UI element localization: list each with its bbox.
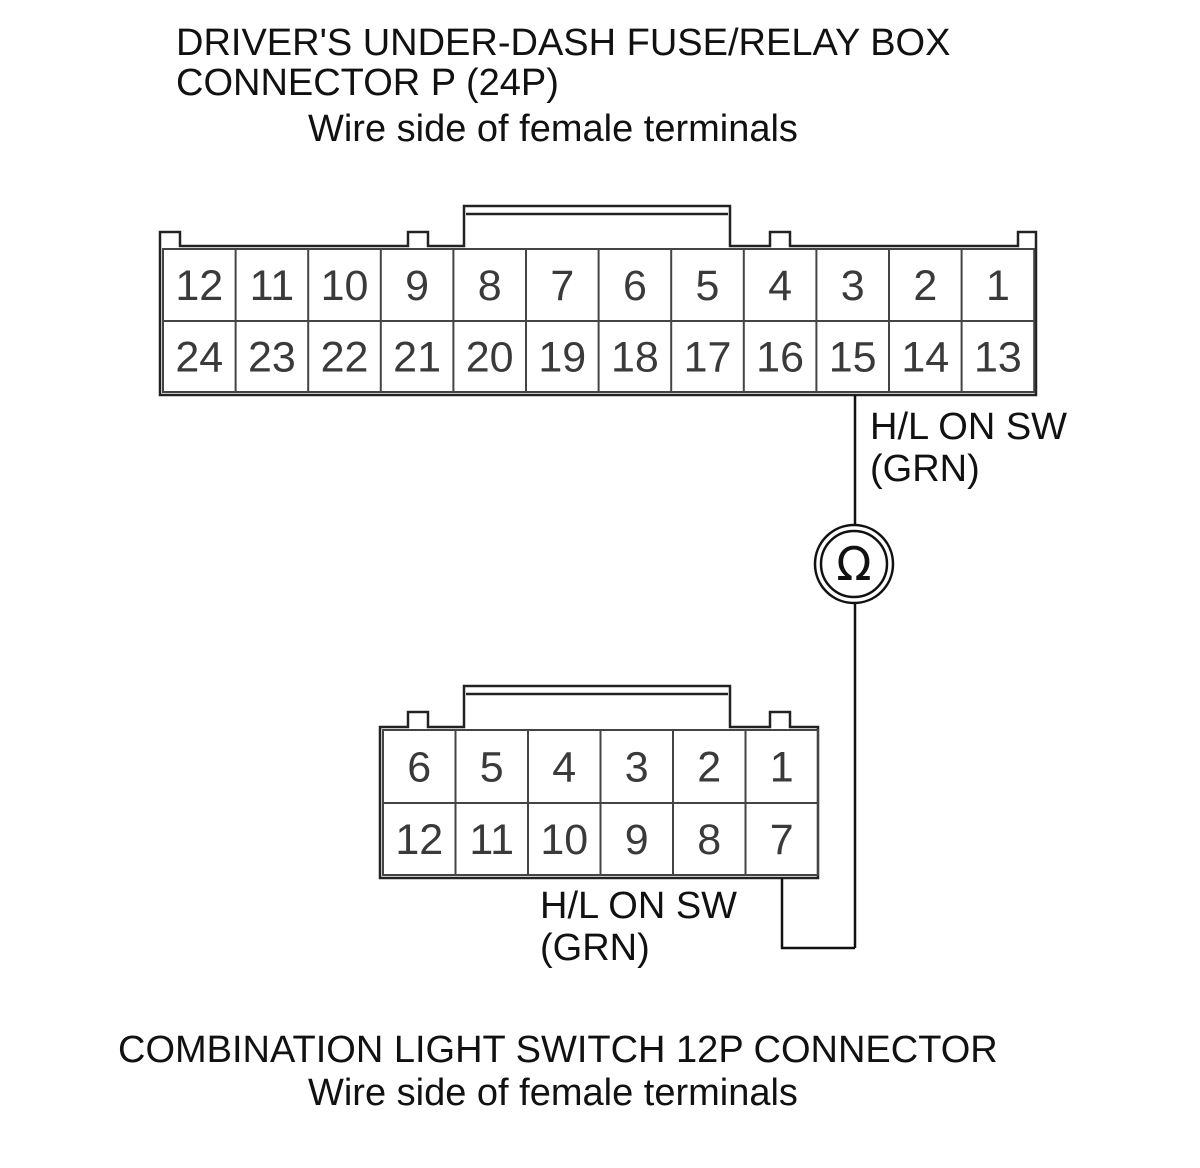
top-connector-terminal-15: 15 [829, 334, 877, 382]
top-connector-terminal-3: 3 [841, 262, 865, 310]
ohm-symbol: Ω [836, 537, 871, 591]
top-connector-terminal-10: 10 [321, 262, 369, 310]
top-wire-label-line2: (GRN) [870, 448, 980, 490]
bottom-connector-housing [378, 684, 820, 880]
top-connector-terminal-18: 18 [611, 334, 659, 382]
top-connector-terminal-21: 21 [393, 334, 441, 382]
bottom-connector-terminal-2: 2 [697, 744, 721, 792]
top-wire-label-line1: H/L ON SW [870, 406, 1068, 448]
top-connector-terminal-17: 17 [684, 334, 732, 382]
bottom-connector-terminal-8: 8 [697, 816, 721, 864]
bottom-connector-terminal-3: 3 [625, 744, 649, 792]
top-connector-terminal-8: 8 [478, 262, 502, 310]
top-connector-title-line2: CONNECTOR P (24P) [176, 62, 559, 104]
top-connector-terminal-19: 19 [538, 334, 586, 382]
top-connector-terminal-14: 14 [901, 334, 949, 382]
top-connector-terminal-9: 9 [405, 262, 429, 310]
top-connector-terminal-22: 22 [321, 334, 369, 382]
top-connector-terminal-7: 7 [550, 262, 574, 310]
top-connector-terminal-4: 4 [768, 262, 792, 310]
bottom-connector-terminal-5: 5 [480, 744, 504, 792]
top-connector-terminal-23: 23 [248, 334, 296, 382]
ohmmeter-icon: Ω [813, 523, 895, 605]
bottom-connector-terminal-6: 6 [407, 744, 431, 792]
top-connector-terminal-16: 16 [756, 334, 804, 382]
top-connector-terminal-1: 1 [986, 262, 1010, 310]
bottom-wire-label-line1: H/L ON SW [540, 885, 738, 927]
top-connector-terminal-12: 12 [175, 262, 223, 310]
top-connector-terminal-5: 5 [696, 262, 720, 310]
top-connector-title-line1: DRIVER'S UNDER-DASH FUSE/RELAY BOX [176, 22, 951, 64]
top-connector-terminal-24: 24 [175, 334, 223, 382]
top-connector-housing [158, 204, 1038, 397]
bottom-wire-label-line2: (GRN) [540, 927, 650, 969]
top-connector-terminal-2: 2 [913, 262, 937, 310]
bottom-wire [780, 878, 855, 950]
bottom-connector-subtitle: Wire side of female terminals [308, 1072, 798, 1114]
top-connector-terminal-20: 20 [466, 334, 514, 382]
bottom-connector-terminal-12: 12 [395, 816, 443, 864]
bottom-connector-terminal-10: 10 [540, 816, 588, 864]
bottom-connector-terminal-1: 1 [770, 744, 794, 792]
bottom-connector-terminal-7: 7 [770, 816, 794, 864]
bottom-connector-terminal-11: 11 [469, 816, 514, 864]
top-connector-terminal-13: 13 [974, 334, 1022, 382]
bottom-connector-terminal-9: 9 [625, 816, 649, 864]
bottom-connector-title: COMBINATION LIGHT SWITCH 12P CONNECTOR [118, 1029, 998, 1071]
top-connector-subtitle: Wire side of female terminals [308, 108, 798, 150]
bottom-connector-terminal-4: 4 [552, 744, 576, 792]
top-connector-terminal-6: 6 [623, 262, 647, 310]
top-connector-terminal-11: 11 [250, 262, 295, 310]
